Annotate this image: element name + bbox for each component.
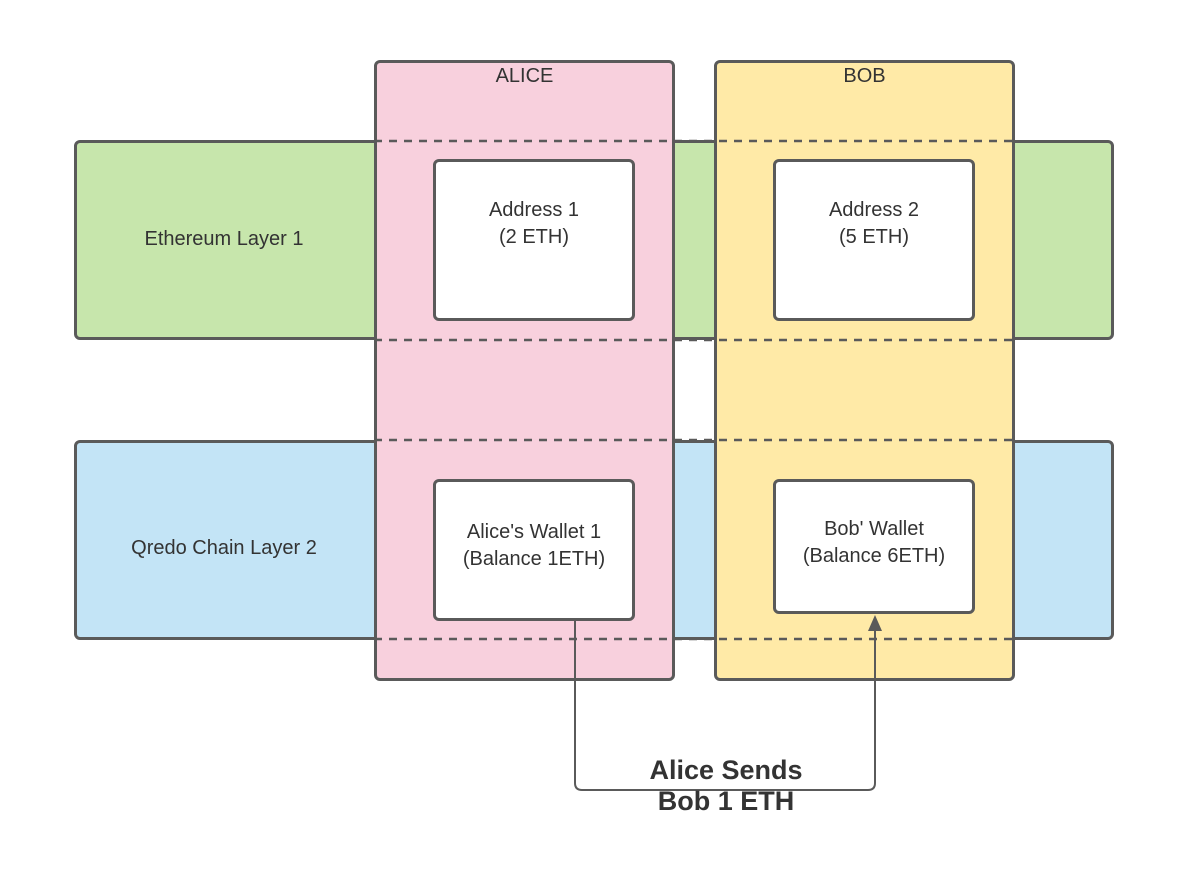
address-1-node: Address 1 (2 ETH) bbox=[433, 159, 635, 321]
alice-wallet-node: Alice's Wallet 1 (Balance 1ETH) bbox=[433, 479, 635, 621]
alice-wallet-balance: (Balance 1ETH) bbox=[462, 548, 606, 570]
alice-column-title: ALICE bbox=[495, 65, 554, 87]
bob-wallet-balance: (Balance 6ETH) bbox=[802, 544, 946, 567]
transfer-label-line-1: Alice Sends bbox=[649, 755, 803, 785]
transfer-arrowhead bbox=[868, 615, 882, 631]
alice-wallet-title: Alice's Wallet 1 bbox=[466, 521, 602, 543]
qredo-layer-2-label: Qredo Chain Layer 2 bbox=[131, 537, 317, 559]
bob-wallet-node: Bob' Wallet (Balance 6ETH) bbox=[773, 479, 975, 614]
address-1-title: Address 1 bbox=[488, 199, 580, 221]
bob-column-title: BOB bbox=[843, 65, 886, 87]
transfer-label: Alice Sends Bob 1 ETH bbox=[626, 755, 826, 817]
address-2-node: Address 2 (5 ETH) bbox=[773, 159, 975, 321]
address-1-balance: (2 ETH) bbox=[499, 226, 569, 248]
transfer-connector bbox=[574, 621, 876, 791]
address-2-title: Address 2 bbox=[828, 199, 920, 221]
bob-wallet-title: Bob' Wallet bbox=[824, 517, 924, 540]
ethereum-layer-1-label: Ethereum Layer 1 bbox=[144, 228, 304, 250]
transfer-label-line-2: Bob 1 ETH bbox=[657, 786, 795, 816]
address-2-balance: (5 ETH) bbox=[839, 226, 909, 248]
